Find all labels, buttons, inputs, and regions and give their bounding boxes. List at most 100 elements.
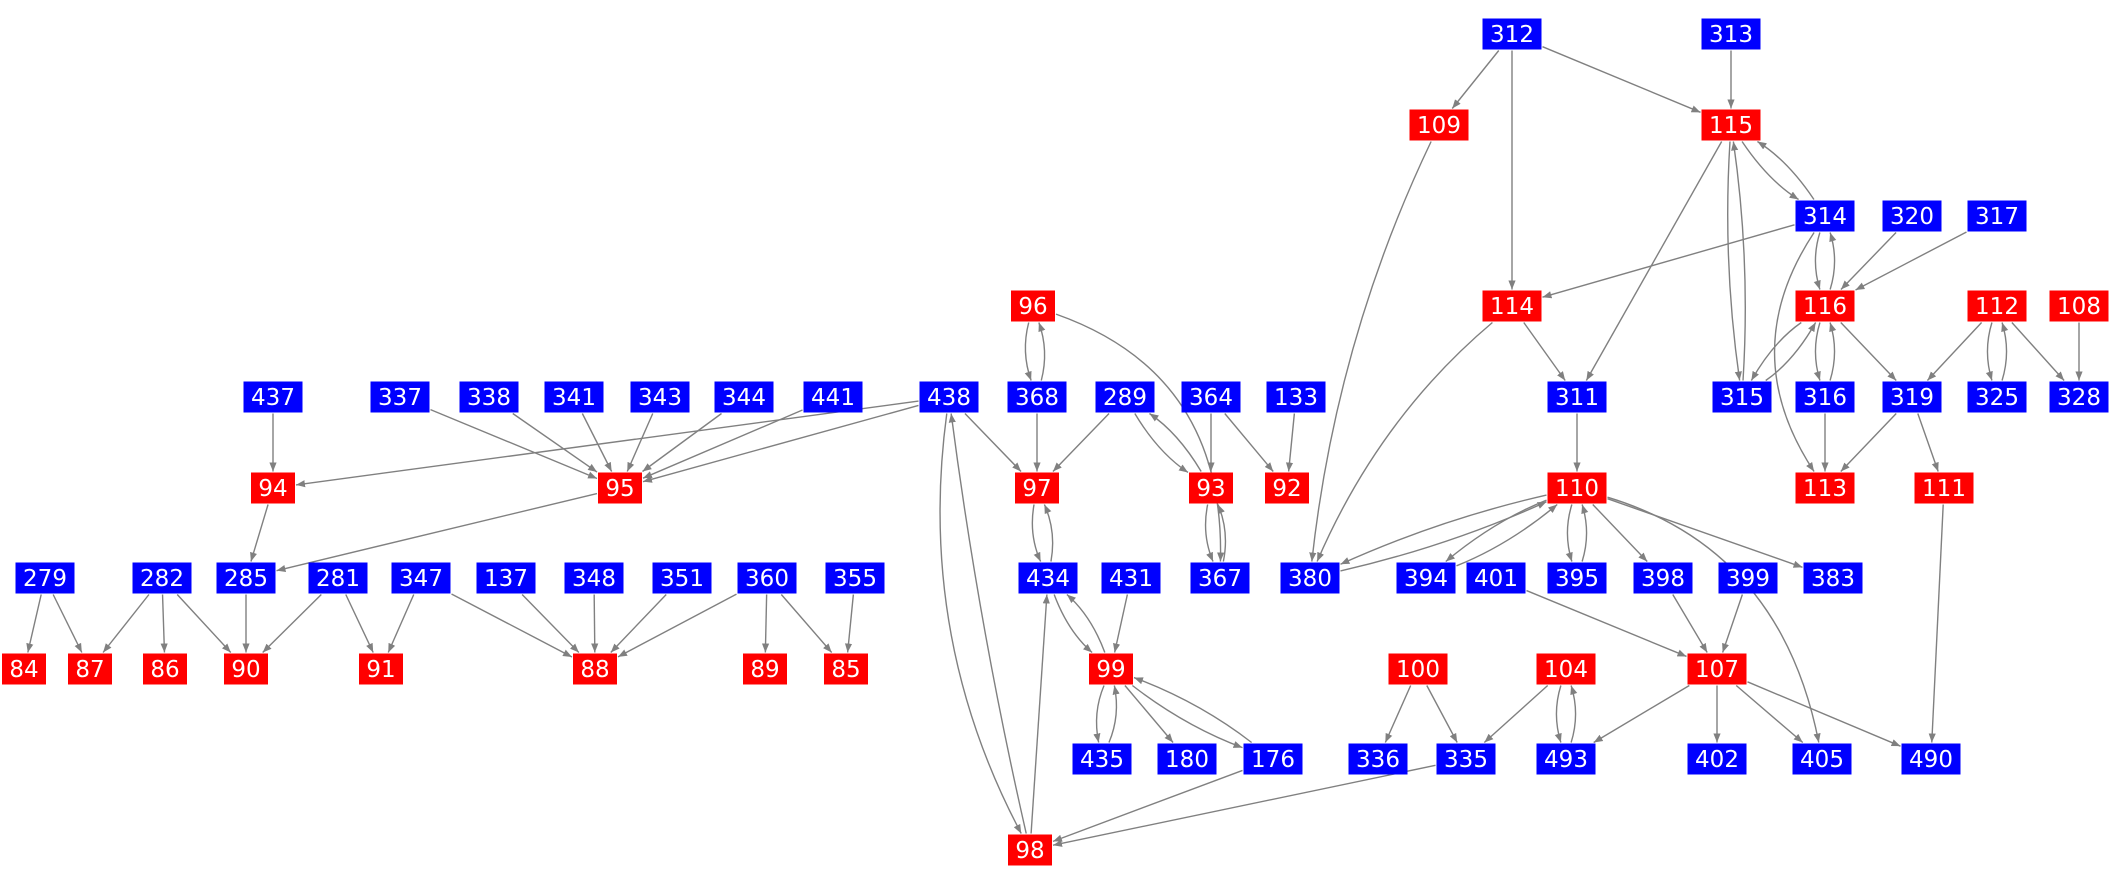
- edge-348-to-88: [591, 594, 599, 653]
- node-317[interactable]: 317: [1967, 200, 2027, 232]
- node-label: 96: [1018, 294, 1047, 320]
- node-label: 84: [9, 657, 38, 683]
- node-289[interactable]: 289: [1095, 381, 1155, 413]
- node-label: 285: [224, 566, 268, 592]
- node-437[interactable]: 437: [243, 381, 303, 413]
- node-347[interactable]: 347: [391, 562, 451, 594]
- node-115[interactable]: 115: [1701, 109, 1761, 141]
- node-116[interactable]: 116: [1795, 290, 1855, 322]
- node-316[interactable]: 316: [1795, 381, 1855, 413]
- node-113[interactable]: 113: [1795, 472, 1855, 504]
- node-box: [2, 653, 46, 685]
- node-93[interactable]: 93: [1189, 472, 1233, 504]
- node-104[interactable]: 104: [1536, 653, 1596, 685]
- node-97[interactable]: 97: [1015, 472, 1059, 504]
- node-441[interactable]: 441: [803, 381, 863, 413]
- node-90[interactable]: 90: [224, 653, 268, 685]
- node-493[interactable]: 493: [1536, 743, 1596, 775]
- node-85[interactable]: 85: [824, 653, 868, 685]
- node-328[interactable]: 328: [2049, 381, 2109, 413]
- node-180[interactable]: 180: [1157, 743, 1217, 775]
- node-box: [1712, 381, 1772, 413]
- node-399[interactable]: 399: [1718, 562, 1778, 594]
- node-325[interactable]: 325: [1967, 381, 2027, 413]
- node-405[interactable]: 405: [1792, 743, 1852, 775]
- node-338[interactable]: 338: [459, 381, 519, 413]
- node-320[interactable]: 320: [1882, 200, 1942, 232]
- node-137[interactable]: 137: [476, 562, 536, 594]
- node-285[interactable]: 285: [216, 562, 276, 594]
- node-438[interactable]: 438: [919, 381, 979, 413]
- node-401[interactable]: 401: [1466, 562, 1526, 594]
- node-355[interactable]: 355: [825, 562, 885, 594]
- node-109[interactable]: 109: [1409, 109, 1469, 141]
- node-98[interactable]: 98: [1008, 834, 1052, 866]
- node-label: 86: [150, 657, 179, 683]
- node-395[interactable]: 395: [1547, 562, 1607, 594]
- node-107[interactable]: 107: [1687, 653, 1747, 685]
- node-435[interactable]: 435: [1072, 743, 1132, 775]
- node-100[interactable]: 100: [1388, 653, 1448, 685]
- node-367[interactable]: 367: [1190, 562, 1250, 594]
- node-281[interactable]: 281: [308, 562, 368, 594]
- node-176[interactable]: 176: [1243, 743, 1303, 775]
- node-311[interactable]: 311: [1547, 381, 1607, 413]
- node-box: [1536, 653, 1596, 685]
- node-343[interactable]: 343: [630, 381, 690, 413]
- node-92[interactable]: 92: [1265, 472, 1309, 504]
- node-box: [1011, 290, 1055, 322]
- node-label: 133: [1274, 385, 1318, 411]
- node-315[interactable]: 315: [1712, 381, 1772, 413]
- node-312[interactable]: 312: [1482, 18, 1542, 50]
- node-89[interactable]: 89: [743, 653, 787, 685]
- node-108[interactable]: 108: [2049, 290, 2109, 322]
- node-88[interactable]: 88: [573, 653, 617, 685]
- node-402[interactable]: 402: [1687, 743, 1747, 775]
- node-336[interactable]: 336: [1348, 743, 1408, 775]
- node-box: [1795, 472, 1855, 504]
- node-label: 368: [1015, 385, 1059, 411]
- node-313[interactable]: 313: [1701, 18, 1761, 50]
- node-111[interactable]: 111: [1914, 472, 1974, 504]
- node-368[interactable]: 368: [1007, 381, 1067, 413]
- node-133[interactable]: 133: [1266, 381, 1326, 413]
- node-351[interactable]: 351: [652, 562, 712, 594]
- node-383[interactable]: 383: [1803, 562, 1863, 594]
- node-87[interactable]: 87: [68, 653, 112, 685]
- node-110[interactable]: 110: [1547, 472, 1607, 504]
- node-398[interactable]: 398: [1633, 562, 1693, 594]
- node-282[interactable]: 282: [132, 562, 192, 594]
- node-431[interactable]: 431: [1101, 562, 1161, 594]
- node-380[interactable]: 380: [1280, 562, 1340, 594]
- node-364[interactable]: 364: [1181, 381, 1241, 413]
- node-96[interactable]: 96: [1011, 290, 1055, 322]
- node-114[interactable]: 114: [1482, 290, 1542, 322]
- node-490[interactable]: 490: [1901, 743, 1961, 775]
- node-279[interactable]: 279: [15, 562, 75, 594]
- node-360[interactable]: 360: [737, 562, 797, 594]
- node-99[interactable]: 99: [1089, 653, 1133, 685]
- node-95[interactable]: 95: [598, 472, 642, 504]
- node-label: 115: [1709, 113, 1753, 139]
- node-314[interactable]: 314: [1795, 200, 1855, 232]
- node-434[interactable]: 434: [1018, 562, 1078, 594]
- node-94[interactable]: 94: [251, 472, 295, 504]
- node-348[interactable]: 348: [564, 562, 624, 594]
- node-box: [391, 562, 451, 594]
- edge-110-to-395: [1565, 504, 1573, 562]
- node-84[interactable]: 84: [2, 653, 46, 685]
- node-box: [1482, 18, 1542, 50]
- node-337[interactable]: 337: [370, 381, 430, 413]
- edge-289-to-97: [1052, 413, 1110, 472]
- node-112[interactable]: 112: [1967, 290, 2027, 322]
- node-box: [1547, 472, 1607, 504]
- node-91[interactable]: 91: [359, 653, 403, 685]
- node-86[interactable]: 86: [143, 653, 187, 685]
- node-394[interactable]: 394: [1396, 562, 1456, 594]
- node-box: [1701, 18, 1761, 50]
- node-341[interactable]: 341: [544, 381, 604, 413]
- node-344[interactable]: 344: [714, 381, 774, 413]
- node-319[interactable]: 319: [1882, 381, 1942, 413]
- node-335[interactable]: 335: [1436, 743, 1496, 775]
